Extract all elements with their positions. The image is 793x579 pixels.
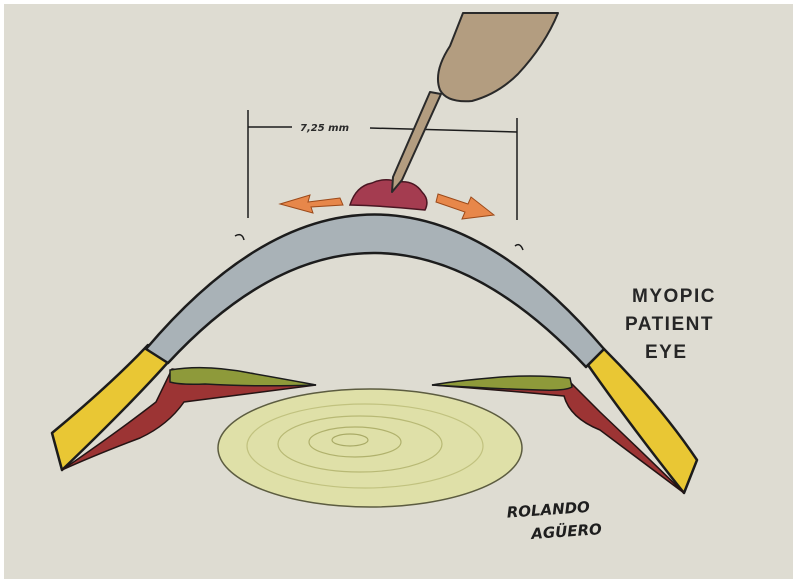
measurement-label: 7,25 mm <box>300 123 349 134</box>
caption-line-3: EYE <box>645 342 688 363</box>
lens <box>218 389 522 507</box>
caption-line-1: MYOPIC <box>632 286 716 307</box>
caption-line-2: PATIENT <box>625 314 714 335</box>
